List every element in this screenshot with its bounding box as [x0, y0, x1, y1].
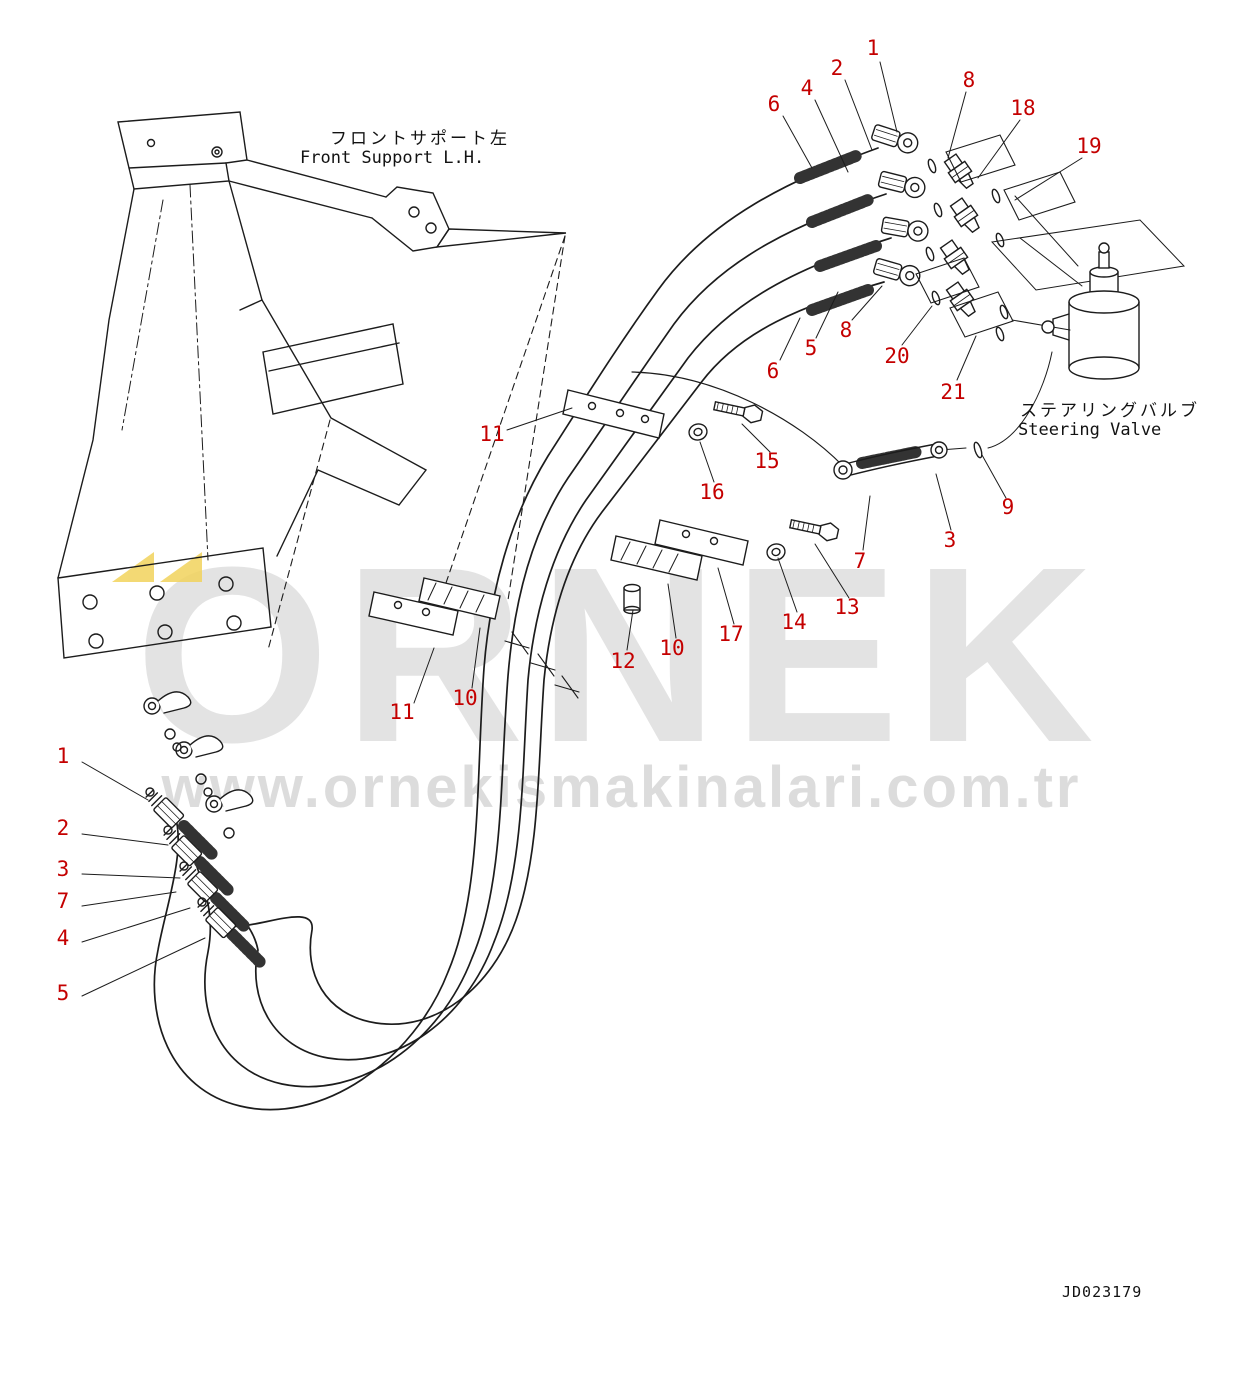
- part-callout: 2: [830, 56, 844, 80]
- watermark-logo-triangles: [112, 552, 202, 582]
- part-callout: 20: [884, 344, 910, 368]
- hose-2: [191, 193, 887, 1088]
- clamp-10-mid: [610, 535, 703, 581]
- hose-bundle: [153, 147, 892, 1111]
- part-callout: 15: [754, 449, 780, 473]
- part-callout: 8: [962, 68, 976, 92]
- bolt-13: [788, 514, 841, 544]
- part-callout: 6: [767, 92, 781, 116]
- tube-ticks: [504, 631, 580, 699]
- clamp-plate-17: [654, 519, 749, 566]
- hose-4: [221, 281, 885, 1025]
- hose-sleeves: [178, 150, 922, 968]
- part-callout: 2: [56, 816, 70, 840]
- washer-14: [764, 541, 788, 563]
- drawing-number: JD023179: [1062, 1283, 1143, 1301]
- part-callout: 10: [452, 686, 478, 710]
- part-callout: 13: [834, 595, 860, 619]
- part-callout: 9: [1001, 495, 1015, 519]
- front-support-bracket: [57, 111, 567, 659]
- part-callout: 18: [1010, 96, 1036, 120]
- valve-connection-lines: [939, 195, 1083, 451]
- part-callout: 11: [389, 700, 415, 724]
- steering-valve: [990, 219, 1186, 380]
- o-ring-9: [973, 441, 983, 459]
- part-callout: 12: [610, 649, 636, 673]
- leader-lines: [81, 61, 1083, 997]
- part-callout: 4: [800, 76, 814, 100]
- part-callout: 11: [479, 422, 505, 446]
- hose-1: [153, 147, 879, 1111]
- kit-boxes: [915, 134, 1076, 338]
- clamp-10-lower: [418, 577, 501, 620]
- part-callout: 21: [940, 380, 966, 404]
- part-callout: 7: [853, 549, 867, 573]
- bolt-15: [712, 396, 765, 426]
- part-callout: 10: [659, 636, 685, 660]
- part-callout: 19: [1076, 134, 1102, 158]
- elbow-fittings: [869, 121, 931, 289]
- part-callout: 1: [56, 744, 70, 768]
- part-callout: 8: [839, 318, 853, 342]
- part-callout: 14: [781, 610, 807, 634]
- hose-3: [206, 237, 892, 1061]
- part-callout: 3: [56, 857, 70, 881]
- steering-valve-label-en: Steering Valve: [1018, 420, 1162, 440]
- steering-valve-label-jp: ステアリングバルブ: [1020, 401, 1200, 421]
- part-callout: 5: [804, 336, 818, 360]
- part-callout: 4: [56, 926, 70, 950]
- part-callout: 7: [56, 889, 70, 913]
- steering-hose-3: [833, 441, 948, 480]
- assembly-dashed-lines: [267, 235, 566, 651]
- front-support-label-jp: フロントサポート左: [330, 129, 510, 149]
- part-callout: 3: [943, 528, 957, 552]
- washer-16: [686, 421, 710, 443]
- part-callout: 6: [766, 359, 780, 383]
- clamp-plate-11-lower: [368, 591, 459, 636]
- part-callout: 16: [699, 480, 725, 504]
- feeder-tube: [631, 371, 844, 467]
- part-callout: 5: [56, 981, 70, 1005]
- lower-left-fittings: [142, 691, 254, 939]
- part-callout: 1: [866, 36, 880, 60]
- spacer-12: [623, 583, 641, 615]
- part-callout: 17: [718, 622, 744, 646]
- clamp-plate-11-upper: [562, 389, 665, 439]
- front-support-label-en: Front Support L.H.: [300, 148, 485, 168]
